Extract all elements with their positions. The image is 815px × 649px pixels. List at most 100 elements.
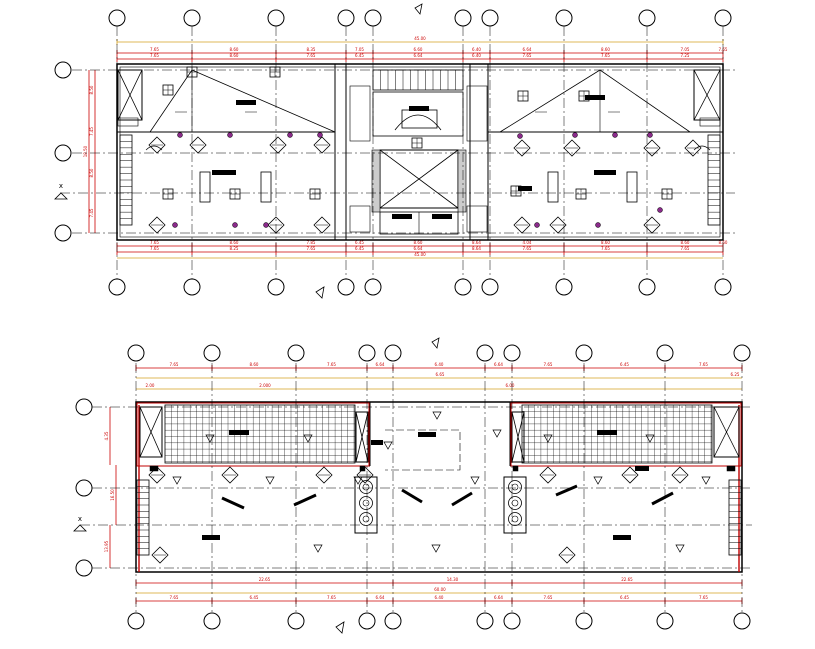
room-label-b	[597, 430, 617, 435]
grid-col-bottom-bubble	[481, 278, 499, 296]
b-dim-left-text: 13.95	[104, 540, 109, 552]
grid-col-top-b-bubble	[127, 344, 145, 362]
level-marker	[432, 411, 442, 420]
level-marker	[265, 476, 275, 485]
floor-drain	[684, 139, 702, 157]
section-arrow-b	[73, 524, 87, 532]
fixture-dot	[657, 207, 663, 213]
b-dim-bottom-row2-text: 6.45	[620, 595, 629, 600]
slope-arrow	[401, 488, 423, 504]
dim-bottom-row1-text: 6.45	[355, 240, 364, 245]
grid-col-top-b-bubble	[287, 344, 305, 362]
grid-col-top-bubble	[183, 9, 201, 27]
floor-drain	[558, 546, 576, 564]
dim-top-row2-text: 6.64	[414, 53, 423, 58]
floor-drain	[221, 466, 239, 484]
b-dim-left-text: 16.50	[110, 489, 115, 501]
dim-bottom-row2-text: 7.65	[681, 246, 690, 251]
dim-top-row2-text: 7.65	[523, 53, 532, 58]
slope-arrow	[293, 493, 317, 507]
grid-row-bubble	[54, 61, 72, 79]
room-label-b	[635, 466, 649, 471]
b-dim-top-row3-text: 6.00	[506, 383, 515, 388]
grid-col-top-b-bubble	[358, 344, 376, 362]
grid-col-top-b-bubble	[503, 344, 521, 362]
b-dim-top-row1-text: 7.65	[327, 362, 336, 367]
dim-top-row1-text: 8.35	[307, 47, 316, 52]
dim-bottom-row1-text: 4.04	[523, 240, 532, 245]
level-marker	[313, 544, 323, 553]
room-label-b	[202, 535, 220, 540]
grid-col-top-b-bubble	[476, 344, 494, 362]
dim-bottom-row2-text: 6.64	[414, 246, 423, 251]
grid-col-top-bubble	[337, 9, 355, 27]
grid-col-top-bubble	[555, 9, 573, 27]
grid-col-bottom-b-bubble	[358, 612, 376, 630]
b-dim-top-row1-text: 6.45	[620, 362, 629, 367]
dim-left-text: 8.50	[89, 168, 94, 177]
grid-col-bottom-bubble	[183, 278, 201, 296]
fixture-dot	[517, 133, 523, 139]
fixture-dot	[227, 132, 233, 138]
water-tank	[359, 512, 373, 526]
floor-drain	[621, 466, 639, 484]
slope-arrow	[451, 491, 473, 507]
grid-col-bottom-bubble	[337, 278, 355, 296]
grid-col-bottom-bubble	[638, 278, 656, 296]
floor-drain	[513, 139, 531, 157]
floor-drain	[151, 546, 169, 564]
room-label	[409, 106, 429, 111]
dim-top-row1-text: 7.05	[355, 47, 364, 52]
water-tank	[508, 512, 522, 526]
counter	[199, 171, 211, 203]
room-label	[236, 100, 256, 105]
dim-top-row2-text: 7.25	[681, 53, 690, 58]
level-marker	[303, 434, 313, 443]
core-wall	[334, 63, 471, 241]
dim-bottom-overall-value: 45.00	[414, 252, 426, 257]
b-dim-left-text: 4.35	[104, 431, 109, 440]
core-stair-landing	[372, 91, 464, 137]
roof-line-right	[499, 69, 691, 133]
dim-bottom-row2-text: 7.65	[601, 246, 610, 251]
b-dim-bottom-row1-text: 22.65	[621, 577, 633, 582]
b-dim-top-row3-text: 2.00	[146, 383, 155, 388]
grid-row-b-bubble	[75, 398, 93, 416]
floor-drain	[313, 216, 331, 234]
dim-left-text: 8.50	[89, 85, 94, 94]
grid-col-top-b-bubble	[203, 344, 221, 362]
terrace-tiles-left	[164, 404, 356, 464]
room-label-b	[418, 432, 436, 437]
core-lobby	[401, 109, 438, 129]
shaft-b-right-diag	[713, 406, 740, 458]
level-marker	[675, 544, 685, 553]
cut-arrow-top-b	[431, 337, 440, 349]
grid-col-bottom-b-bubble	[503, 612, 521, 630]
grid-col-bottom-b-bubble	[127, 612, 145, 630]
grid-col-bottom-b-bubble	[384, 612, 402, 630]
core-room-right	[466, 85, 488, 142]
grid-col-top-bubble	[481, 9, 499, 27]
cut-arrow-top	[414, 3, 423, 15]
water-tank-inner	[362, 483, 370, 491]
b-dim-bottom-row2-text: 6.40	[435, 595, 444, 600]
room-label	[594, 170, 616, 175]
b-dim-top-row1-text: 7.65	[170, 362, 179, 367]
fixture-dot	[534, 222, 540, 228]
floor-drain	[563, 139, 581, 157]
cut-arrow-bottom	[315, 286, 325, 299]
level-marker	[593, 476, 603, 485]
b-dim-bottom-overall-value: 60.00	[434, 587, 446, 592]
floor-drain	[671, 466, 689, 484]
counter	[626, 171, 638, 203]
door-arc	[145, 145, 163, 151]
water-tank-frame	[503, 476, 527, 534]
level-marker	[172, 476, 182, 485]
outer-wall-inner	[119, 66, 721, 238]
shaft-b-core-right-diag	[511, 411, 525, 463]
b-dim-top-row2-text: 6.65	[436, 372, 445, 377]
grid-col-top-bubble	[108, 9, 126, 27]
water-tank-inner	[511, 499, 519, 507]
level-marker	[543, 434, 553, 443]
dim-top-row1-text: 6.40	[472, 47, 481, 52]
